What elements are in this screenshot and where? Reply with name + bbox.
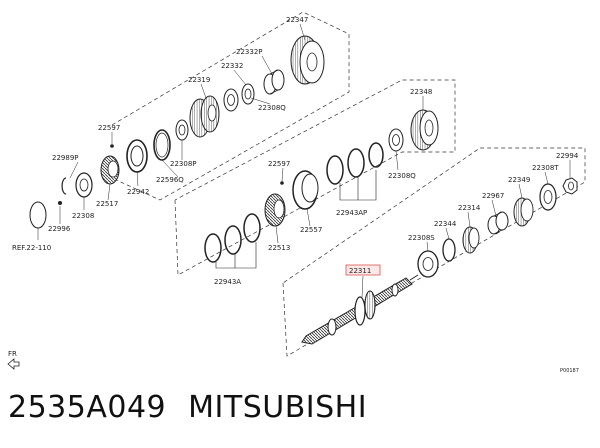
mainshaft-22311[interactable] [301,274,419,345]
hub-22513[interactable] [264,193,286,227]
label-22344: 22344 [434,220,457,228]
label-22308-left: 22308 [72,212,94,220]
label-22332p: 22332P [236,48,263,56]
sync-rings-22943ap[interactable] [326,142,384,201]
pin-22597-mid[interactable] [280,181,284,185]
label-22596q: 22596Q [156,176,184,184]
part-number: 2535A049 [8,390,167,425]
sync-rings-22943a[interactable] [204,213,261,269]
snap-ring-22989p[interactable] [61,177,67,195]
fr-label: FR [8,350,17,358]
leader-lines [37,23,571,298]
label-22348: 22348 [410,88,432,96]
bearing-22308s[interactable] [417,250,439,278]
gear-22347[interactable] [290,35,325,85]
label-22308q-mid: 22308Q [388,172,416,180]
label-22311: 22311 [349,267,371,275]
label-22996: 22996 [48,225,71,233]
label-22942: 22942 [127,188,149,196]
label-22557: 22557 [300,226,322,234]
label-22994: 22994 [556,152,579,160]
label-22597-left: 22597 [98,124,120,132]
label-22308t: 22308T [532,164,559,172]
bearing-22308t[interactable] [539,183,557,211]
bearing-22308q-top[interactable] [223,88,239,112]
sleeve-22557[interactable] [292,170,319,210]
spacer-22967[interactable] [487,211,509,235]
pin-22597-left[interactable] [110,144,114,148]
bearing-22332[interactable] [241,83,255,105]
collar-22308p[interactable] [175,119,189,141]
highlighted-part-22311[interactable]: 22311 [345,264,381,276]
label-22332: 22332 [221,62,243,70]
assembly-boundary-lower [282,147,586,357]
nut-22994[interactable] [562,177,578,195]
ref-ring [29,201,47,229]
label-22349: 22349 [508,176,530,184]
front-arrow-icon [7,358,20,370]
product-caption: 2535A049 MITSUBISHI [8,390,367,425]
ball-22996[interactable] [58,201,62,205]
label-22517: 22517 [96,200,118,208]
bearing-22308-left[interactable] [75,172,93,198]
bearing-22332p[interactable] [263,69,285,95]
label-22347: 22347 [286,16,308,24]
label-22943ap: 22943AP [336,209,367,217]
label-22319: 22319 [188,76,210,84]
label-22308s: 22308S [408,234,435,242]
part-labels: 22347 22332P 22332 22319 22308Q 22597 22… [8,16,579,374]
label-22314: 22314 [458,204,481,212]
label-22943a: 22943A [214,278,241,286]
label-22513: 22513 [268,244,290,252]
synchronizer-22942[interactable] [126,139,148,173]
brand-name: MITSUBISHI [188,390,368,425]
ref-label: REF.22-110 [12,244,51,252]
gear-22319[interactable] [189,95,220,138]
washer-22344[interactable] [442,238,456,262]
label-22989p: 22989P [52,154,79,162]
figure-code: P00187 [560,368,579,374]
label-22597-mid: 22597 [268,160,290,168]
label-22967: 22967 [482,192,504,200]
gear-22348[interactable] [410,109,439,151]
hub-22517[interactable] [100,155,120,185]
bearing-22308q-mid[interactable] [388,128,404,152]
label-22308q-top: 22308Q [258,104,286,112]
assembly-boundary-upper [111,11,350,201]
gear-22314[interactable] [462,226,480,254]
label-22308p: 22308P [170,160,197,168]
gear-22349[interactable] [513,197,534,227]
ring-22596q[interactable] [153,129,171,161]
